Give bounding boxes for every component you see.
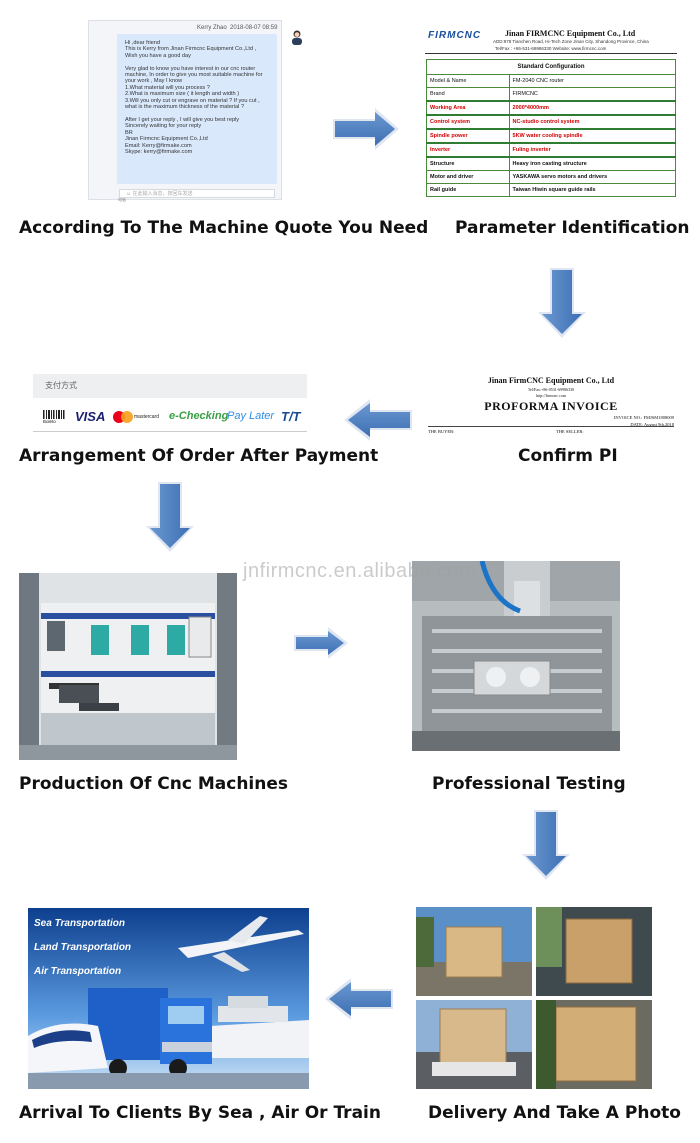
echecking-logo: e-Checking [169,410,229,422]
chat-header: Kerry Zhao 2018-08-07 08:59 [197,25,277,31]
pi-divider [428,426,674,427]
chat-sender: Kerry Zhao [197,25,227,31]
firmcnc-logo: FIRMCNC [428,30,482,41]
arrow-down-icon [520,808,572,882]
arrow-left-icon [323,976,395,1022]
spec-divider [425,53,677,54]
watermark: jnfirmcnc.en.alibaba.com [243,560,477,582]
spec-key: Model & Name [426,74,510,88]
spec-key: Rail guide [426,183,510,197]
spec-contact: Tel/Fax : +86-531-69986330 Website: www.… [495,46,607,51]
chat-input[interactable]: ☺ 在此输入消息，按回车发送 [119,189,275,198]
step-caption-arrival: Arrival To Clients By Sea , Air Or Train [19,1103,381,1123]
spec-key: Structure [426,156,510,171]
spec-value: Heavy iron casting structure [508,156,677,171]
step-caption-delivery: Delivery And Take A Photo [428,1103,681,1123]
tt-logo: T/T [281,409,301,424]
payment-divider [33,431,307,432]
spec-value: Fuling inverter [508,142,677,158]
arrow-left-icon [342,397,414,443]
spec-value: Taiwan Hiwin square guide rails [508,183,677,197]
payment-logos: Boleto VISA mastercard e-Checking Pay La… [33,408,307,426]
spec-address: ADD:978 Tianchen Road, Hi-Tech Zone Jina… [493,39,649,44]
land-transport-label: Land Transportation [34,942,132,953]
pi-web: http://firmcnc.com [536,393,566,398]
arrow-right-icon [331,106,401,152]
spec-value: FIRMCNC [508,87,677,102]
step-caption-payment: Arrangement Of Order After Payment [19,446,379,466]
pay-later-logo: Pay Later [227,410,275,422]
step-caption-production: Production Of Cnc Machines [19,774,289,794]
spec-key: Working Area [426,100,510,116]
spec-key: Control system [426,114,510,130]
production-photo [19,573,237,760]
arrow-down-icon [536,266,588,340]
testing-photo [412,561,620,751]
spec-key: Spindle power [426,128,510,144]
avatar [290,29,304,45]
spec-value: 2000*4000mm [508,100,677,116]
pi-seller: THE SELLER: [556,429,584,434]
emoji-icon[interactable]: ☺ [126,191,132,197]
chat-side-label: 电脑 [118,197,126,202]
spec-value: FM-2040 CNC router [508,74,677,88]
payment-methods-panel: 支付方式 Boleto VISA mastercard e-Checking P… [33,374,307,434]
spec-key: Brand [426,87,510,102]
spec-value: NC-studio control system [508,114,677,130]
mastercard-logo: mastercard [113,411,173,423]
visa-logo: VISA [75,409,106,424]
chat-timestamp: 2018-08-07 08:59 [230,25,278,31]
parameter-spec-sheet: FIRMCNC Jinan FIRMCNC Equipment Co., Ltd… [425,22,677,206]
spec-company: Jinan FIRMCNC Equipment Co., Ltd [505,29,636,38]
quote-chat-screenshot: Kerry Zhao 2018-08-07 08:59 Hi ,dear fri… [88,20,302,202]
spec-key: Motor and driver [426,170,510,184]
pi-tel: Tel/Fax:+86-0531-69986330 [527,387,575,392]
spec-value: 5KW water cooling spindle [508,128,677,144]
payment-header: 支付方式 [33,374,307,398]
spec-key: Inverter [426,142,510,158]
arrow-right-icon [292,625,350,661]
pi-invoice-no: INVOICE NO.: FMJSM1808009 [613,415,674,420]
pi-buyer: THE BUYER: [428,429,455,434]
spec-value: YASKAWA servo motors and drivers [508,170,677,184]
sea-transport-label: Sea Transportation [34,918,125,929]
boleto-logo: Boleto [43,410,65,424]
step-caption-testing: Professional Testing [432,774,626,794]
delivery-photo-grid [416,907,652,1089]
step-caption-confirm-pi: Confirm PI [518,446,618,466]
spec-title: Standard Configuration [426,59,676,75]
arrow-down-icon [144,480,196,554]
pi-company: Jinan FirmCNC Equipment Co., Ltd [487,376,615,385]
pi-title: PROFORMA INVOICE [484,399,618,413]
proforma-invoice-doc: Jinan FirmCNC Equipment Co., Ltd Tel/Fax… [424,372,678,442]
step-caption-parameter: Parameter Identification [455,218,690,238]
transport-collage: Sea Transportation Land Transportation A… [28,908,309,1089]
air-transport-label: Air Transportation [34,966,122,977]
pi-date: DATE: August 9th,2018 [630,422,674,427]
step-caption-quote: According To The Machine Quote You Need [19,218,429,238]
